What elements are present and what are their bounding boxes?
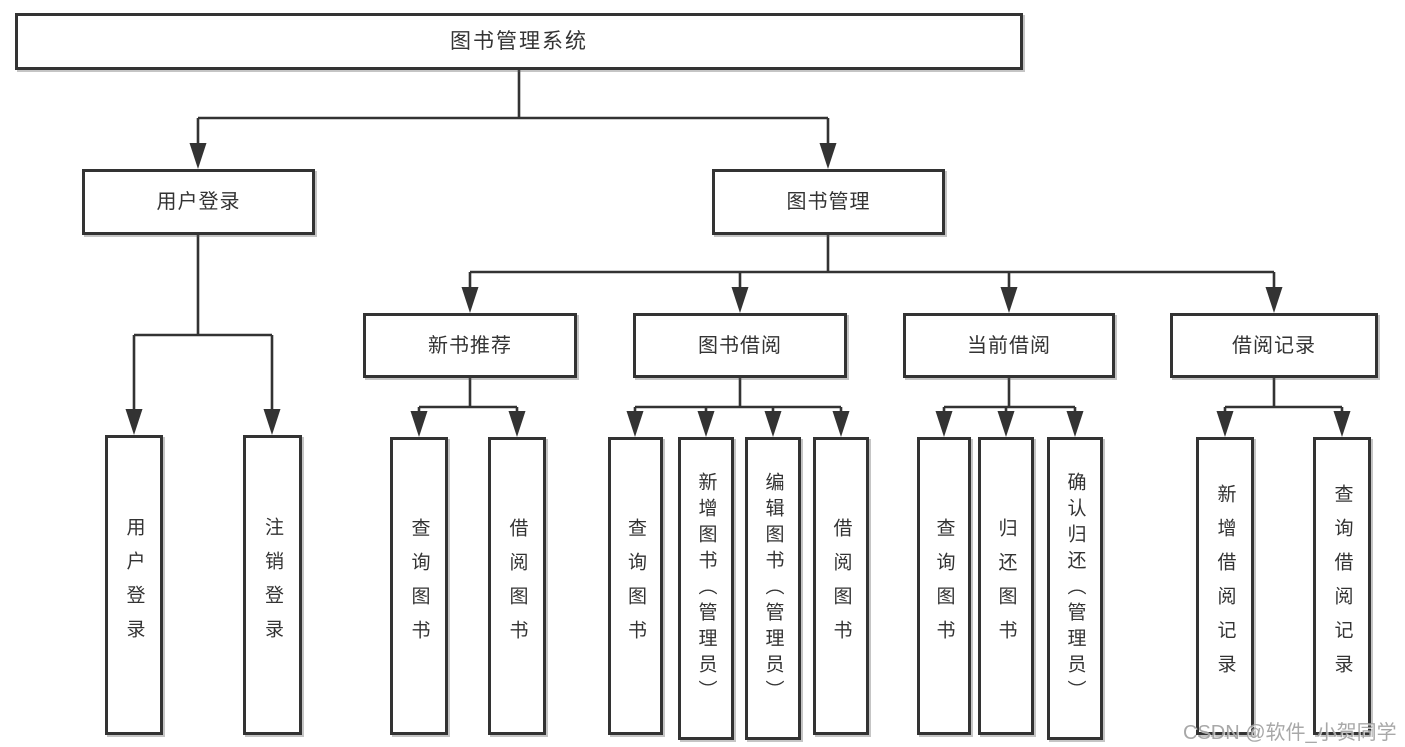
node-root: 图书管理系统 [15, 13, 1023, 70]
node-label: 查询借阅记录 [1331, 484, 1353, 688]
node-label: 新书推荐 [428, 334, 512, 357]
node-leaf-borrow-book-2: 借阅图书 [813, 437, 869, 735]
node-current-borrow: 当前借阅 [903, 313, 1115, 378]
node-book-mgmt: 图书管理 [712, 169, 945, 235]
node-label: 借阅图书 [830, 518, 852, 654]
node-leaf-confirm-return-admin: 确认归还（管理员） [1047, 437, 1103, 740]
node-label: 编辑图书（管理员） [762, 471, 784, 706]
node-leaf-logout: 注销登录 [243, 435, 302, 735]
node-label: 查询图书 [933, 518, 955, 654]
connector-new-book-rec-to-leaves [410, 378, 526, 437]
node-leaf-add-borrow-record: 新增借阅记录 [1196, 437, 1254, 735]
node-leaf-query-book-3: 查询图书 [917, 437, 971, 735]
node-leaf-return-book: 归还图书 [978, 437, 1034, 735]
node-book-borrow: 图书借阅 [633, 313, 847, 378]
node-label: 新增借阅记录 [1214, 484, 1236, 688]
node-label: 新增图书（管理员） [695, 471, 717, 706]
node-borrow-records: 借阅记录 [1170, 313, 1378, 378]
node-label: 注销登录 [262, 517, 283, 653]
node-label: 确认归还（管理员） [1064, 471, 1086, 706]
node-label: 当前借阅 [967, 334, 1051, 357]
node-label: 借阅图书 [506, 518, 528, 654]
node-label: 查询图书 [625, 518, 646, 654]
node-leaf-query-book-1: 查询图书 [390, 437, 448, 735]
node-leaf-borrow-book-1: 借阅图书 [488, 437, 546, 735]
node-leaf-query-borrow-record: 查询借阅记录 [1313, 437, 1371, 735]
node-label: 图书借阅 [698, 334, 782, 357]
node-leaf-add-book-admin: 新增图书（管理员） [678, 437, 734, 740]
node-label: 图书管理 [786, 191, 871, 213]
node-leaf-user-login: 用户登录 [105, 435, 163, 735]
node-user-login: 用户登录 [82, 169, 315, 235]
connector-current-borrow-to-leaves [935, 378, 1084, 437]
connector-root-to-level2 [189, 70, 837, 169]
node-label: 用户登录 [156, 191, 241, 213]
connector-book-mgmt-to-level3 [461, 235, 1283, 313]
connector-borrow-records-to-leaves [1216, 378, 1351, 437]
node-new-book-rec: 新书推荐 [363, 313, 577, 378]
node-label: 用户登录 [123, 517, 145, 653]
csdn-watermark: CSDN @软件_小贺同学 [1183, 722, 1397, 744]
node-label: 借阅记录 [1232, 334, 1316, 357]
connector-book-borrow-to-leaves [626, 378, 850, 437]
connector-user-login-to-leaves [125, 235, 281, 435]
node-label: 图书管理系统 [450, 30, 588, 53]
node-leaf-edit-book-admin: 编辑图书（管理员） [745, 437, 801, 740]
node-label: 归还图书 [995, 518, 1017, 654]
node-label: 查询图书 [408, 518, 430, 654]
node-leaf-query-book-2: 查询图书 [608, 437, 663, 735]
